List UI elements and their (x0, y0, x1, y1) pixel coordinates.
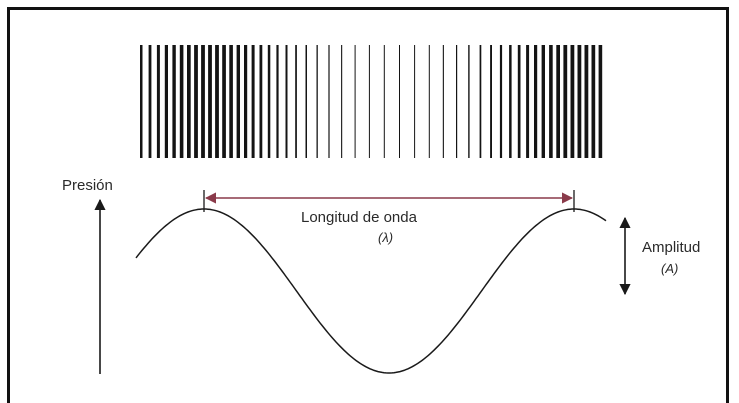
wavelength-symbol: (λ) (378, 230, 394, 245)
compression-bar (414, 45, 416, 158)
compression-bar (526, 45, 530, 158)
compression-bar (140, 45, 143, 158)
compression-bar (549, 45, 553, 158)
compression-bar (517, 45, 521, 158)
figure-frame (7, 7, 729, 403)
compression-bar (164, 45, 168, 158)
compression-bar (222, 45, 226, 158)
compression-bar (156, 45, 160, 158)
compression-bar (194, 45, 198, 158)
compression-bar (468, 45, 470, 158)
compression-bar (456, 45, 458, 158)
compression-bar (276, 45, 279, 158)
compression-bar (570, 45, 575, 158)
pressure-wave (135, 208, 607, 374)
compression-bar (541, 45, 545, 158)
compression-bar (305, 45, 307, 158)
compression-bar (148, 45, 152, 158)
compression-bar (172, 45, 176, 158)
amplitude-symbol: (A) (661, 261, 679, 276)
compression-bar (229, 45, 233, 158)
compression-bar (577, 45, 582, 158)
compression-bar (201, 45, 205, 158)
compression-bar (368, 45, 370, 158)
compression-bar (208, 45, 212, 158)
compression-bar (354, 45, 356, 158)
compression-bar (285, 45, 288, 158)
compression-bar (490, 45, 492, 158)
compression-bars (140, 45, 603, 158)
compression-bar (563, 45, 568, 158)
compression-bar (534, 45, 538, 158)
compression-bar (179, 45, 184, 158)
compression-bar (215, 45, 219, 158)
compression-bar (244, 45, 248, 158)
compression-bar (591, 45, 596, 158)
wavelength-label: Longitud de onda (301, 209, 417, 226)
compression-bar (251, 45, 255, 158)
compression-bar (428, 45, 430, 158)
compression-bar (499, 45, 503, 158)
compression-bar (556, 45, 560, 158)
compression-bar (509, 45, 512, 158)
compression-bar (236, 45, 240, 158)
compression-bar (479, 45, 482, 158)
compression-bar (295, 45, 297, 158)
compression-bar (341, 45, 343, 158)
compression-bar (328, 45, 330, 158)
compression-bar (584, 45, 589, 158)
compression-bar (442, 45, 444, 158)
pressure-axis-label: Presión (62, 177, 113, 194)
compression-bar (316, 45, 318, 158)
compression-bar (598, 45, 603, 158)
amplitude-label: Amplitud (642, 239, 701, 256)
compression-bar (259, 45, 263, 158)
compression-bar (267, 45, 271, 158)
compression-bar (383, 45, 385, 158)
compression-bar (399, 45, 400, 158)
compression-bar (187, 45, 191, 158)
